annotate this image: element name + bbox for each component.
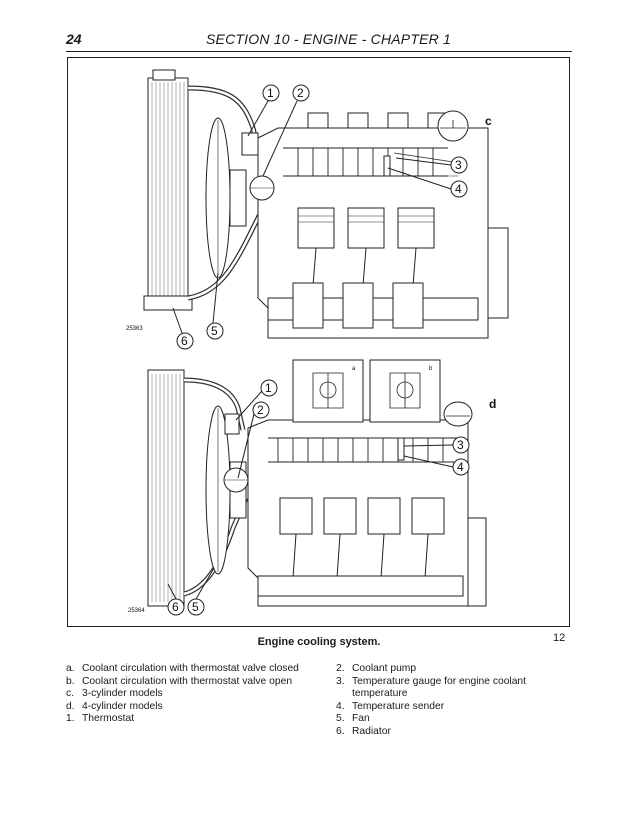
page-header: 24 SECTION 10 - ENGINE - CHAPTER 1 xyxy=(66,31,572,49)
legend-item: d.4-cylinder models xyxy=(66,700,163,712)
top-callout-6: 6 xyxy=(181,334,188,348)
top-callout-5: 5 xyxy=(211,324,218,338)
legend-item: 6.Radiator xyxy=(336,725,391,737)
top-callout-2: 2 xyxy=(297,86,304,100)
top-callout-3: 3 xyxy=(455,158,462,172)
top-engine-drawing xyxy=(143,69,509,339)
legend-left: a.Coolant circulation with thermostat va… xyxy=(66,663,326,726)
bottom-callout-4: 4 xyxy=(457,460,464,474)
bottom-callouts xyxy=(167,379,470,616)
legend-item: 4.Temperature sender xyxy=(336,700,445,712)
cooling-system-diagram: 1 2 3 4 5 6 c 25363 xyxy=(126,69,509,616)
bottom-engine-drawing xyxy=(147,359,487,607)
engine-cooling-figure: 1 2 3 4 5 6 c 25363 xyxy=(67,57,570,627)
header-rule xyxy=(66,51,572,52)
bottom-radiator xyxy=(147,369,185,607)
label-c: c xyxy=(485,114,492,128)
legend-item: 2.Coolant pump xyxy=(336,663,417,674)
legend-item: 5.Fan xyxy=(336,713,370,725)
legend-item: c.3-cylinder models xyxy=(66,688,163,700)
section-title: SECTION 10 - ENGINE - CHAPTER 1 xyxy=(206,31,452,47)
bottom-drawing-code: 25364 xyxy=(128,608,145,614)
bottom-callout-3: 3 xyxy=(457,438,464,452)
top-drawing-code: 25363 xyxy=(126,326,143,332)
inset-a-label: a xyxy=(352,366,356,372)
legend-item: 1.Thermostat xyxy=(66,713,135,725)
label-d: d xyxy=(489,397,496,411)
legend-right: 2.Coolant pump 3.Temperature gauge for e… xyxy=(336,663,576,739)
bottom-callout-5: 5 xyxy=(192,600,199,614)
top-callout-4: 4 xyxy=(455,182,462,196)
top-callouts xyxy=(172,84,468,350)
bottom-callout-2: 2 xyxy=(257,403,264,417)
legend-item: 3.Temperature gauge for engine coolant t… xyxy=(336,675,527,700)
top-callout-1: 1 xyxy=(267,86,274,100)
bottom-callout-6: 6 xyxy=(172,600,179,614)
page-number: 24 xyxy=(66,31,82,47)
figure-number: 12 xyxy=(553,632,566,644)
figure-caption: Engine cooling system. xyxy=(257,636,381,648)
legend-item: a.Coolant circulation with thermostat va… xyxy=(66,663,299,674)
bottom-callout-1: 1 xyxy=(265,381,272,395)
legend-item: b.Coolant circulation with thermostat va… xyxy=(66,675,293,687)
inset-b-label: b xyxy=(429,366,433,372)
